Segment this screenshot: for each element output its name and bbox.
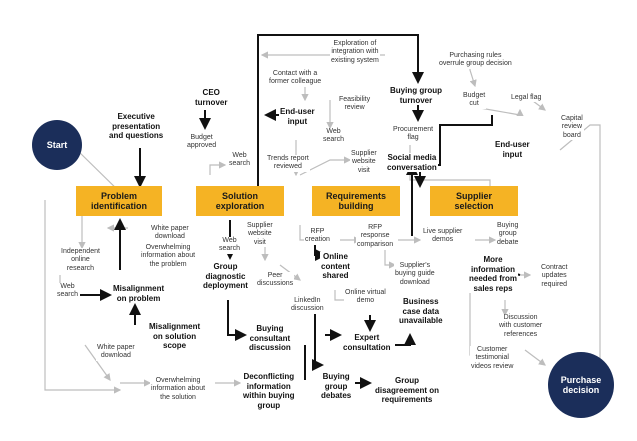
label-deconflicting: Deconflicting information within buying …: [242, 372, 296, 411]
label-exec-presentation: Executive presentation and questions: [108, 112, 165, 141]
label-online-virtual-demo: Online virtual demo: [344, 289, 387, 306]
label-web-search-left2: Web search: [218, 237, 242, 254]
label-business-case: Business case data unavailable: [398, 297, 444, 326]
label-budget-cut: Budget cut: [462, 92, 487, 109]
arrow-consultant: [227, 300, 247, 341]
label-rfp-comparison: RFP response comparison: [356, 224, 395, 250]
label-expert-consultation: Expert consultation: [342, 333, 392, 353]
label-web-search-left: Web search: [56, 283, 80, 300]
stage-supplier-selection: Supplier selection: [430, 186, 518, 216]
label-web-search-top: Web search: [228, 152, 252, 169]
link-left-loop: [44, 200, 122, 394]
label-ceo-turnover: CEO turnover: [194, 88, 229, 108]
label-buying-group-debates: Buying group debates: [320, 372, 353, 401]
link-to-end: [524, 349, 546, 366]
label-end-user-input-right: End-user input: [494, 140, 531, 160]
label-buying-debate: Buying group debate: [496, 222, 520, 248]
link-web-top: [209, 161, 227, 175]
label-social-media: Social media conversation: [386, 153, 438, 173]
label-contact-colleague: Contact with a former colleague: [268, 70, 323, 87]
label-exploration-integration: Exploration of integration with existing…: [330, 40, 380, 66]
label-end-user-input-left: End-user input: [279, 107, 316, 127]
label-testimonial-videos: Customer testimonial videos review: [470, 346, 515, 372]
link-website-top: [299, 156, 352, 176]
purchase-decision-node: Purchase decision: [548, 352, 614, 418]
stage-problem-identification: Problem identification: [76, 186, 162, 216]
label-budget-approved: Budget approved: [186, 134, 218, 151]
label-feasibility-review: Feasibility review: [338, 96, 372, 113]
label-overwhelming-problem: Overwhelming information about the probl…: [140, 244, 197, 270]
link-capital-end: [559, 124, 601, 383]
label-rfp-creation: RFP creation: [304, 228, 331, 245]
label-contract-updates: Contract updates required: [540, 264, 569, 290]
label-independent-research: Independent online research: [60, 248, 101, 274]
arrow-debates: [312, 310, 324, 371]
label-white-paper-bottom: White paper download: [96, 344, 136, 361]
label-linkedin: LinkedIn discussion: [290, 297, 325, 314]
loop-solution-turnover: [257, 34, 424, 186]
label-discussion-references: Discussion with customer references: [498, 314, 544, 340]
label-web-search-mid: Web search: [322, 128, 346, 145]
label-overwhelming-solution: Overwhelming information about the solut…: [150, 377, 207, 403]
arrow-business: [395, 333, 416, 346]
label-group-disagreement: Group disagreement on requirements: [374, 376, 441, 405]
label-procurement-flag: Procurement flag: [392, 126, 435, 143]
label-supplier-website-top: Supplier website visit: [350, 150, 378, 176]
link-budget-legal: [479, 107, 524, 116]
label-online-content: Online content shared: [320, 252, 351, 281]
label-capital-review: Capital review board: [560, 115, 584, 141]
link-guide: [384, 250, 397, 269]
label-buying-group-turnover: Buying group turnover: [389, 86, 443, 106]
link-wp-bottom: [84, 344, 111, 381]
label-peer-discussions: Peer discussions: [256, 272, 295, 289]
label-white-paper-top: White paper download: [150, 225, 190, 242]
label-purchasing-rules: Purchasing rules overrule group decision: [438, 52, 513, 69]
label-supplier-website-mid: Supplier website visit: [246, 222, 274, 248]
label-supplier-guide: Supplier's buying guide download: [394, 262, 436, 288]
stage-requirements-building: Requirements building: [312, 186, 400, 216]
label-group-diagnostic: Group diagnostic deployment: [202, 262, 249, 291]
label-live-demos: Live supplier demos: [422, 228, 464, 245]
start-node: Start: [32, 120, 82, 170]
label-more-info: More information needed from sales reps: [468, 255, 519, 294]
label-misalignment-scope: Misalignment on solution scope: [148, 322, 202, 351]
label-trends-report: Trends report reviewed: [266, 155, 310, 172]
label-buying-consultant: Buying consultant discussion: [248, 324, 292, 353]
stage-solution-exploration: Solution exploration: [196, 186, 284, 216]
label-legal-flag: Legal flag: [510, 94, 543, 103]
label-misalignment-problem: Misalignment on problem: [112, 284, 166, 304]
